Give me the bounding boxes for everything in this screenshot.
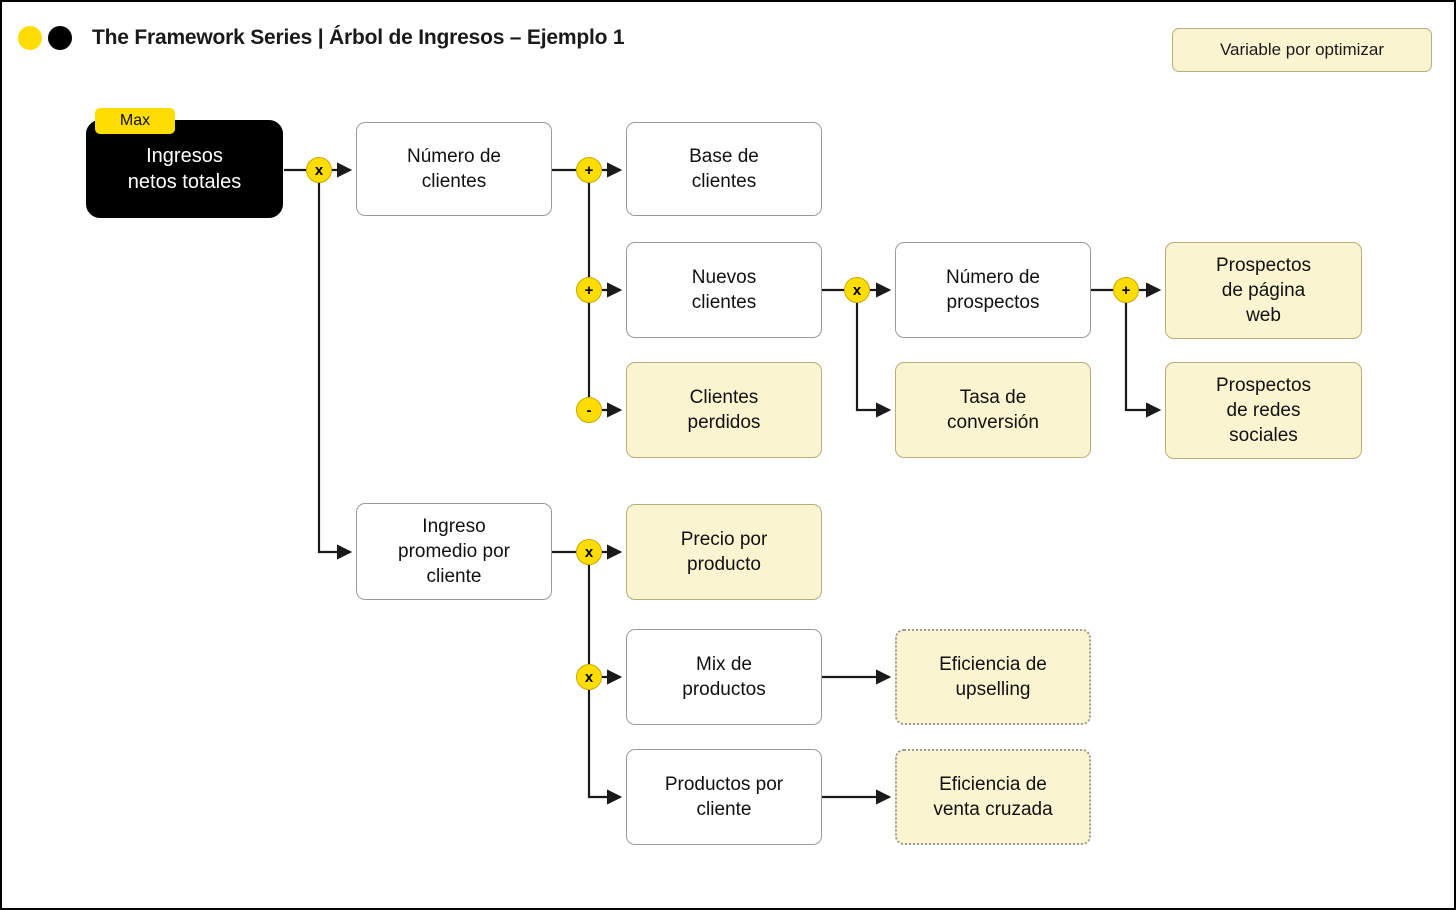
operator-op-nuevos-x[interactable]: x	[844, 277, 870, 303]
node-label: Productos por cliente	[664, 773, 784, 820]
node-numero-de-clientes[interactable]: Número de clientes	[356, 122, 552, 216]
node-nuevos-clientes[interactable]: Nuevos clientes	[626, 242, 822, 338]
node-numero-de-prospectos[interactable]: Número de prospectos	[895, 242, 1091, 338]
operator-op-clientes-plus2[interactable]: +	[576, 277, 602, 303]
operator-op-clientes-plus1[interactable]: +	[576, 157, 602, 183]
node-label: Mix de productos	[682, 653, 766, 700]
node-ingresos-netos-totales[interactable]: Ingresos netos totales	[86, 120, 283, 218]
page-title: The Framework Series | Árbol de Ingresos…	[92, 26, 625, 49]
node-productos-por-cliente[interactable]: Productos por cliente	[626, 749, 822, 845]
node-label: Clientes perdidos	[687, 386, 761, 433]
node-eficiencia-upselling[interactable]: Eficiencia de upselling	[895, 629, 1091, 725]
connector-opx2-down-to-productos	[587, 690, 623, 805]
node-label: Prospectos de página web	[1215, 254, 1312, 327]
node-base-de-clientes[interactable]: Base de clientes	[626, 122, 822, 216]
node-precio-por-producto[interactable]: Precio por producto	[626, 504, 822, 600]
header: The Framework Series | Árbol de Ingresos…	[18, 26, 625, 50]
connector-opplus-down-to-redes	[1124, 303, 1162, 418]
node-label: Número de clientes	[407, 145, 501, 192]
node-label: Eficiencia de venta cruzada	[933, 773, 1053, 820]
node-label: Eficiencia de upselling	[939, 653, 1047, 700]
connector-opx-down-to-tasa	[855, 303, 892, 418]
node-ingreso-promedio[interactable]: Ingreso promedio por cliente	[356, 503, 552, 600]
node-label: Tasa de conversión	[947, 386, 1039, 433]
operator-op-ingreso-x1[interactable]: x	[576, 539, 602, 565]
operator-op-ingreso-x2[interactable]: x	[576, 664, 602, 690]
node-prospectos-pagina-web[interactable]: Prospectos de página web	[1165, 242, 1362, 339]
node-label: Ingreso promedio por cliente	[398, 515, 510, 588]
node-mix-de-productos[interactable]: Mix de productos	[626, 629, 822, 725]
yellow-dot-icon	[18, 26, 42, 50]
node-prospectos-redes[interactable]: Prospectos de redes sociales	[1165, 362, 1362, 459]
node-clientes-perdidos[interactable]: Clientes perdidos	[626, 362, 822, 458]
connector-op-down-to-ingreso	[317, 183, 353, 560]
node-tasa-de-conversion[interactable]: Tasa de conversión	[895, 362, 1091, 458]
operator-op-root-x[interactable]: x	[306, 157, 332, 183]
badge-max: Max	[95, 108, 175, 134]
badge-label: Max	[119, 112, 151, 129]
node-label: Base de clientes	[689, 145, 759, 192]
node-label: Prospectos de redes sociales	[1215, 374, 1312, 447]
node-label: Nuevos clientes	[691, 266, 757, 313]
node-label: Ingresos netos totales	[127, 144, 242, 193]
node-label: Precio por producto	[680, 528, 768, 575]
operator-op-prospectos-plus[interactable]: +	[1113, 277, 1139, 303]
legend-variable-por-optimizar: Variable por optimizar	[1172, 28, 1432, 72]
operator-op-clientes-minus[interactable]: -	[576, 397, 602, 423]
node-label: Número de prospectos	[946, 266, 1040, 313]
legend-label: Variable por optimizar	[1219, 40, 1385, 59]
node-eficiencia-venta-cruzada[interactable]: Eficiencia de venta cruzada	[895, 749, 1091, 845]
black-dot-icon	[48, 26, 72, 50]
